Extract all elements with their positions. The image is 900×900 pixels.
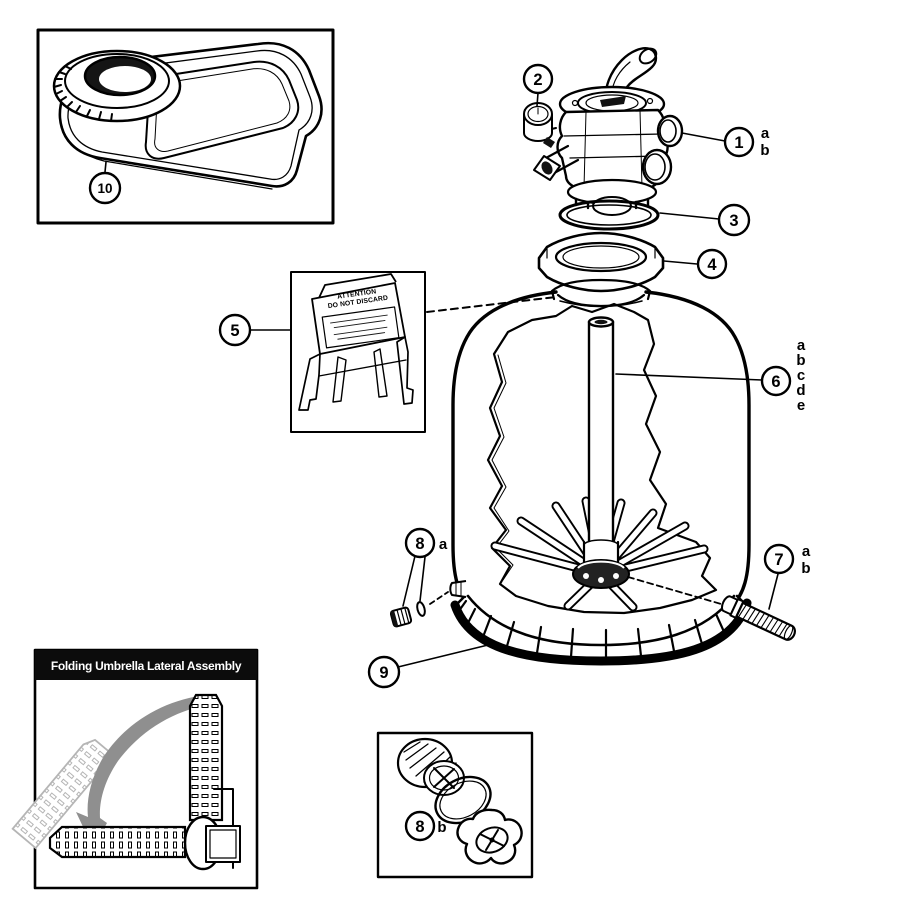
dashed-line-7: [627, 576, 729, 607]
leader-8a: [402, 555, 426, 607]
part-standpipe: [582, 316, 620, 570]
callout-6-number: 6: [771, 373, 780, 391]
valve-waste-port: [533, 144, 580, 181]
leader-4: [663, 260, 698, 265]
callout-9: 9: [367, 655, 401, 689]
callout-5: 5: [218, 313, 252, 347]
warning-sign-box: ATTENTION DO NOT DISCARD: [290, 271, 426, 433]
part-tank: [451, 278, 751, 615]
part-pressure-gauge: [523, 102, 557, 148]
callout-10: 10: [88, 171, 122, 205]
callout-7: 7 a b: [763, 543, 811, 577]
callout-3-number: 3: [729, 212, 738, 230]
callout-6-letter-b: b: [796, 352, 805, 369]
callout-7-letter-a: a: [802, 543, 811, 560]
callout-8a: 8 a: [404, 527, 448, 559]
callout-6-letter-c: c: [797, 367, 805, 384]
callout-6-letter-a: a: [797, 337, 806, 354]
lateral-hub: [572, 559, 630, 589]
callout-7-letter-b: b: [801, 560, 810, 577]
callout-6-letter-e: e: [797, 397, 805, 414]
callout-9-number: 9: [379, 664, 388, 682]
callout-5-number: 5: [230, 322, 239, 340]
callout-1-letter-a: a: [761, 125, 770, 142]
callout-3: 3: [717, 203, 751, 237]
callout-6: 6 a b c d e: [760, 337, 806, 414]
callout-8b-letter: b: [437, 819, 446, 836]
inset-lateral-box: Folding Umbrella Lateral Assembly: [11, 648, 259, 890]
inset-lid-box: 10: [36, 28, 335, 225]
callout-6-letter-d: d: [796, 382, 805, 399]
leader-9: [397, 644, 489, 668]
callout-8b-number: 8: [415, 818, 424, 836]
part-warning-sign: ATTENTION DO NOT DISCARD: [298, 273, 414, 411]
leader-2: [536, 92, 539, 107]
callout-1-letter-b: b: [760, 142, 769, 159]
lateral-horizontal: [48, 825, 187, 859]
leader-1: [681, 132, 726, 142]
callout-1: 1 a b: [723, 125, 770, 159]
fitting-nut: [389, 606, 413, 628]
callout-8a-letter: a: [439, 536, 448, 553]
lid-collar-ring: [52, 49, 182, 123]
leader-10: [104, 161, 107, 173]
part-valve-oring: [558, 199, 660, 231]
tank-cutaway-edge: [486, 302, 718, 615]
inset-lateral-header: [35, 650, 257, 680]
callout-4-number: 4: [707, 256, 717, 274]
part-drain-fitting: [396, 737, 465, 796]
fitting-oring: [416, 601, 426, 617]
valve-port-pump: [641, 148, 673, 186]
part-drain-plug: [720, 595, 796, 641]
part-lid: [52, 41, 323, 190]
part-drain-knob: [456, 808, 523, 865]
sign-fine-print: [321, 306, 400, 349]
collar-teeth: [53, 65, 113, 122]
callout-2: 2: [522, 63, 554, 95]
inset-drain-box: 8 b: [376, 731, 534, 879]
callout-8a-number: 8: [415, 535, 424, 553]
part-base: [450, 594, 752, 666]
leader-3: [659, 212, 720, 220]
inset-lateral-title: Folding Umbrella Lateral Assembly: [51, 659, 242, 673]
dashed-line-sign-to-tank: [426, 296, 557, 313]
leader-6: [615, 373, 763, 381]
part-flange-nut: [537, 231, 665, 293]
callout-4: 4: [696, 248, 728, 280]
callout-7-number: 7: [774, 551, 783, 569]
callout-2-number: 2: [533, 71, 542, 89]
part-multiport-valve: [523, 47, 684, 216]
callout-1-number: 1: [734, 134, 743, 152]
dashed-line-8a: [429, 591, 449, 605]
part-bulkhead-fitting: [389, 580, 467, 628]
lateral-vertical: [188, 693, 224, 822]
valve-port-return: [656, 114, 684, 148]
leader-7: [768, 573, 779, 610]
callout-8b: 8 b: [404, 810, 447, 842]
callout-10-number: 10: [97, 181, 112, 196]
